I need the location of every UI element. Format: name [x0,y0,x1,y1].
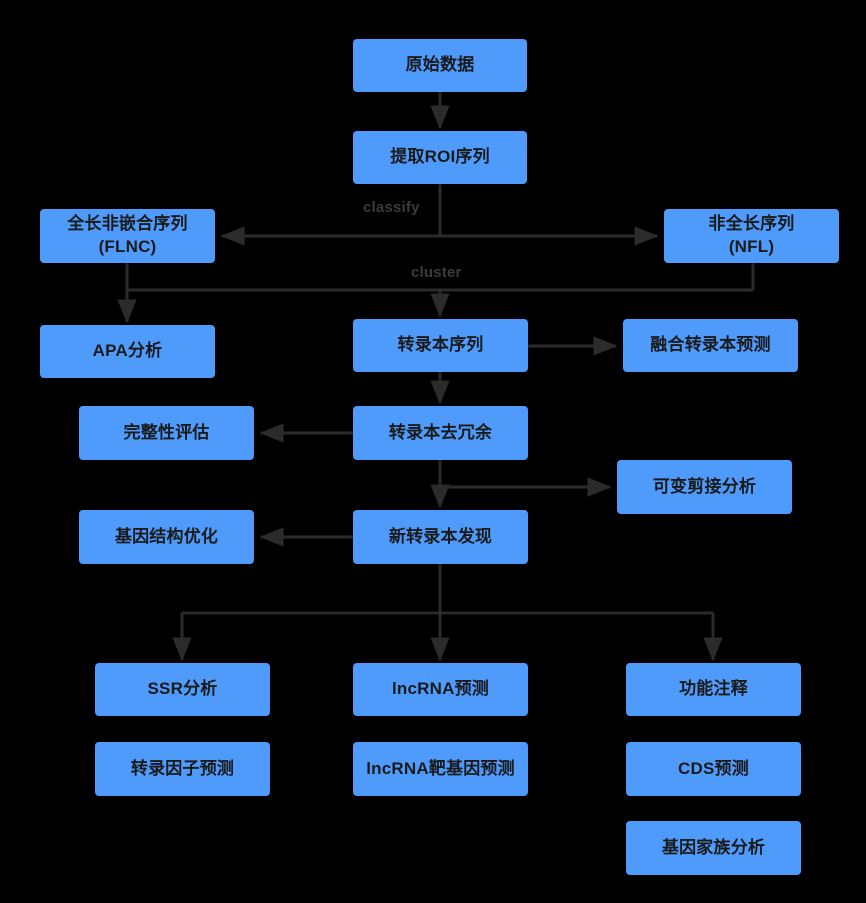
node-cds-prediction[interactable]: CDS预测 [626,742,801,796]
node-alternative-splicing-analysis[interactable]: 可变剪接分析 [617,460,792,514]
node-transcription-factor-prediction[interactable]: 转录因子预测 [95,742,270,796]
node-functional-annotation[interactable]: 功能注释 [626,663,801,716]
node-label: 基因家族分析 [661,837,766,857]
node-label: 提取ROI序列 [390,147,490,167]
node-gene-structure-optimization[interactable]: 基因结构优化 [79,510,254,564]
node-label: 融合转录本预测 [650,335,771,355]
edge-label-cluster: cluster [411,264,462,281]
node-label: CDS预测 [678,758,749,778]
node-label: 功能注释 [679,679,748,699]
node-label: 完整性评估 [123,422,210,442]
node-label: 非全长序列 (NFL) [708,214,795,256]
node-fusion-transcript-prediction[interactable]: 融合转录本预测 [623,319,798,372]
node-label: APA分析 [92,341,163,361]
node-label: 新转录本发现 [388,526,493,546]
edge-label-classify: classify [363,199,420,216]
node-label: 原始数据 [405,55,475,75]
node-apa-analysis[interactable]: APA分析 [40,325,215,378]
node-label: lncRNA预测 [392,679,489,699]
node-label: 全长非嵌合序列 (FLNC) [67,214,188,256]
node-flnc[interactable]: 全长非嵌合序列 (FLNC) [40,209,215,263]
node-ssr-analysis[interactable]: SSR分析 [95,663,270,716]
node-raw-data[interactable]: 原始数据 [353,39,527,92]
node-label: 基因结构优化 [114,526,219,546]
node-label: 转录因子预测 [130,758,235,778]
node-extract-roi[interactable]: 提取ROI序列 [353,131,527,184]
node-lncrna-target-gene-prediction[interactable]: lncRNA靶基因预测 [353,742,528,796]
node-integrity-evaluation[interactable]: 完整性评估 [79,406,254,460]
node-label: lncRNA靶基因预测 [366,758,515,778]
node-transcript-sequence[interactable]: 转录本序列 [353,319,528,372]
node-novel-transcript-discovery[interactable]: 新转录本发现 [353,510,528,564]
node-label: 转录本序列 [397,335,484,355]
node-lncrna-prediction[interactable]: lncRNA预测 [353,663,528,716]
node-gene-family-analysis[interactable]: 基因家族分析 [626,821,801,875]
node-label: SSR分析 [147,679,218,699]
node-nfl[interactable]: 非全长序列 (NFL) [664,209,839,263]
node-transcript-deduplication[interactable]: 转录本去冗余 [353,406,528,460]
node-label: 可变剪接分析 [652,476,757,496]
node-label: 转录本去冗余 [388,422,493,442]
